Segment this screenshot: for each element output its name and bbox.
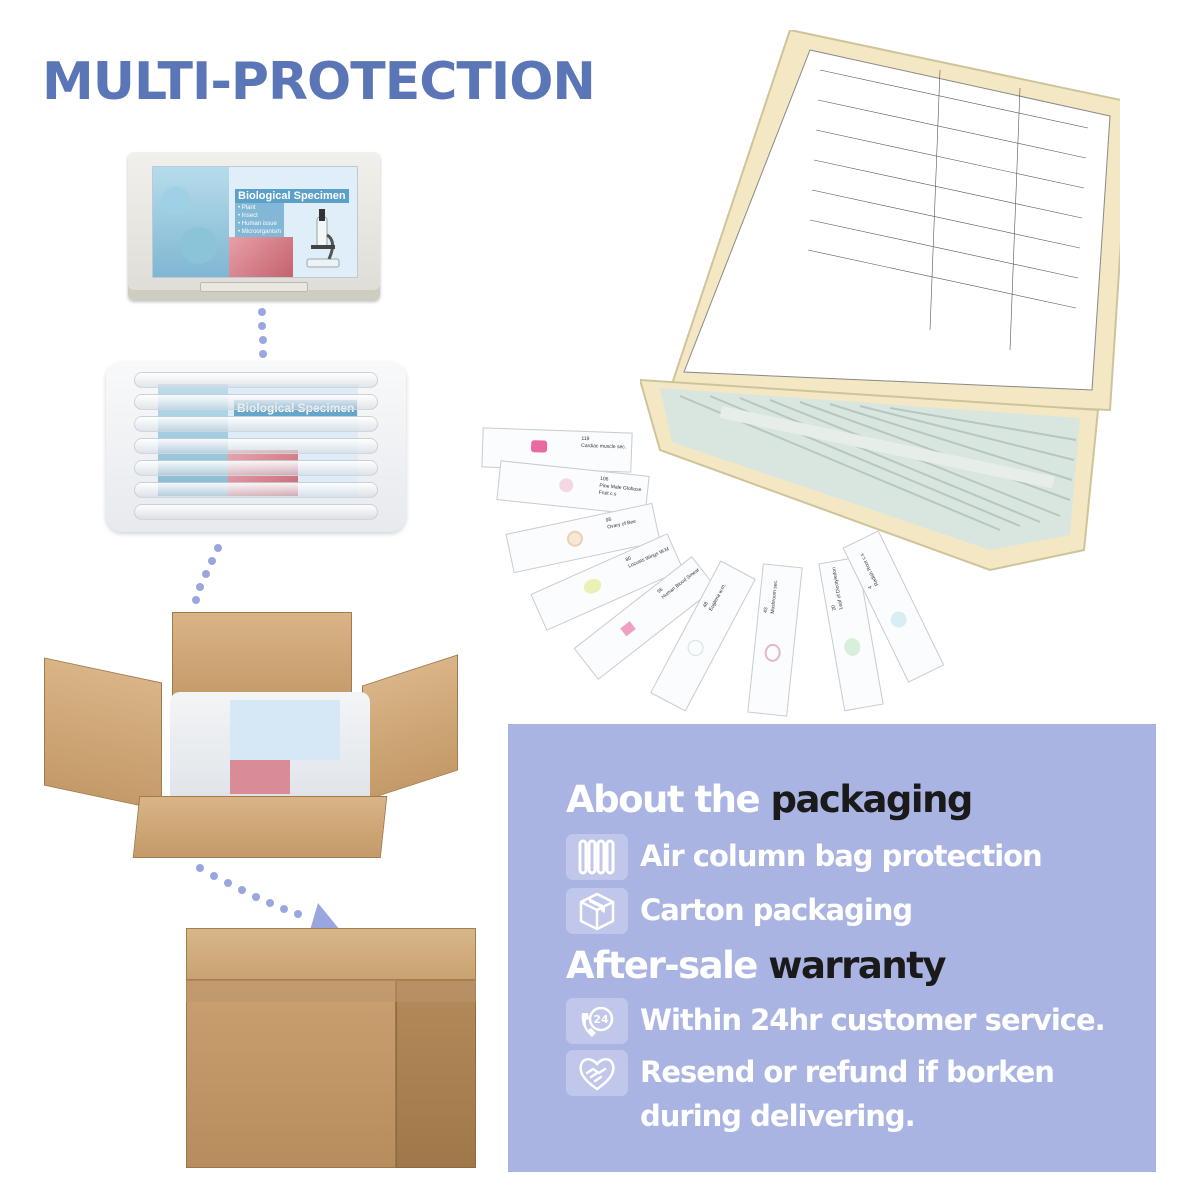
slide-box-closed: Biological Specimen • Plant • Insect • H… [128, 152, 380, 300]
carton-front [186, 980, 396, 1168]
carton-top [186, 928, 476, 980]
carton-back-flap [172, 612, 352, 700]
warranty-item-text: Within 24hr customer service. [640, 1003, 1106, 1037]
label-items: • Plant • Insect • Human issue • Microor… [235, 203, 285, 237]
air-tube [134, 416, 378, 432]
warranty-item-24hr: 24 Within 24hr customer service. [566, 998, 1126, 1044]
product-label: Biological Specimen • Plant • Insect • H… [152, 166, 358, 278]
24hr-service-icon: 24 [566, 998, 628, 1044]
24hr-badge-text: 24 [593, 1013, 609, 1026]
closed-carton [186, 928, 476, 1168]
packaging-heading: About the packaging [566, 778, 973, 821]
cell-image [153, 167, 229, 277]
box-clasp [200, 282, 308, 292]
air-tube [134, 372, 378, 388]
carton-icon [566, 888, 628, 934]
page-title: MULTI-PROTECTION [42, 52, 596, 112]
carton-contents [170, 692, 370, 804]
carton-left-flap [44, 657, 162, 811]
carton-side [396, 980, 476, 1168]
packaging-item-text: Air column bag protection [640, 839, 1043, 873]
air-column-bag: Biological Specimen [106, 362, 406, 532]
open-carton [44, 610, 464, 860]
packaging-item-carton: Carton packaging [566, 888, 1126, 934]
air-tube [134, 394, 378, 410]
air-tube [134, 460, 378, 476]
warranty-item-resend: Resend or refund if borken during delive… [566, 1050, 1126, 1140]
air-tube [134, 504, 378, 520]
carton-tape [186, 980, 476, 1002]
packaging-item-text: Carton packaging [640, 893, 913, 927]
carton-front-flap [132, 796, 388, 858]
tissue-image [229, 237, 293, 277]
handshake-heart-icon [566, 1050, 628, 1096]
label-title: Biological Specimen [235, 189, 349, 203]
info-panel: About the packaging Air column bag prote… [508, 724, 1156, 1172]
warranty-heading: After-sale warranty [566, 944, 947, 987]
packaging-item-air-column: Air column bag protection [566, 834, 1126, 880]
microscope-icon [306, 209, 340, 268]
air-column-icon [566, 834, 628, 880]
warranty-item-text-line1: Resend or refund if borken [640, 1055, 1055, 1089]
slide-case [640, 30, 1120, 572]
air-tube [134, 482, 378, 498]
warranty-item-text-line2: during delivering. [640, 1099, 916, 1133]
air-tube [134, 438, 378, 454]
carton-right-flap [362, 654, 458, 802]
